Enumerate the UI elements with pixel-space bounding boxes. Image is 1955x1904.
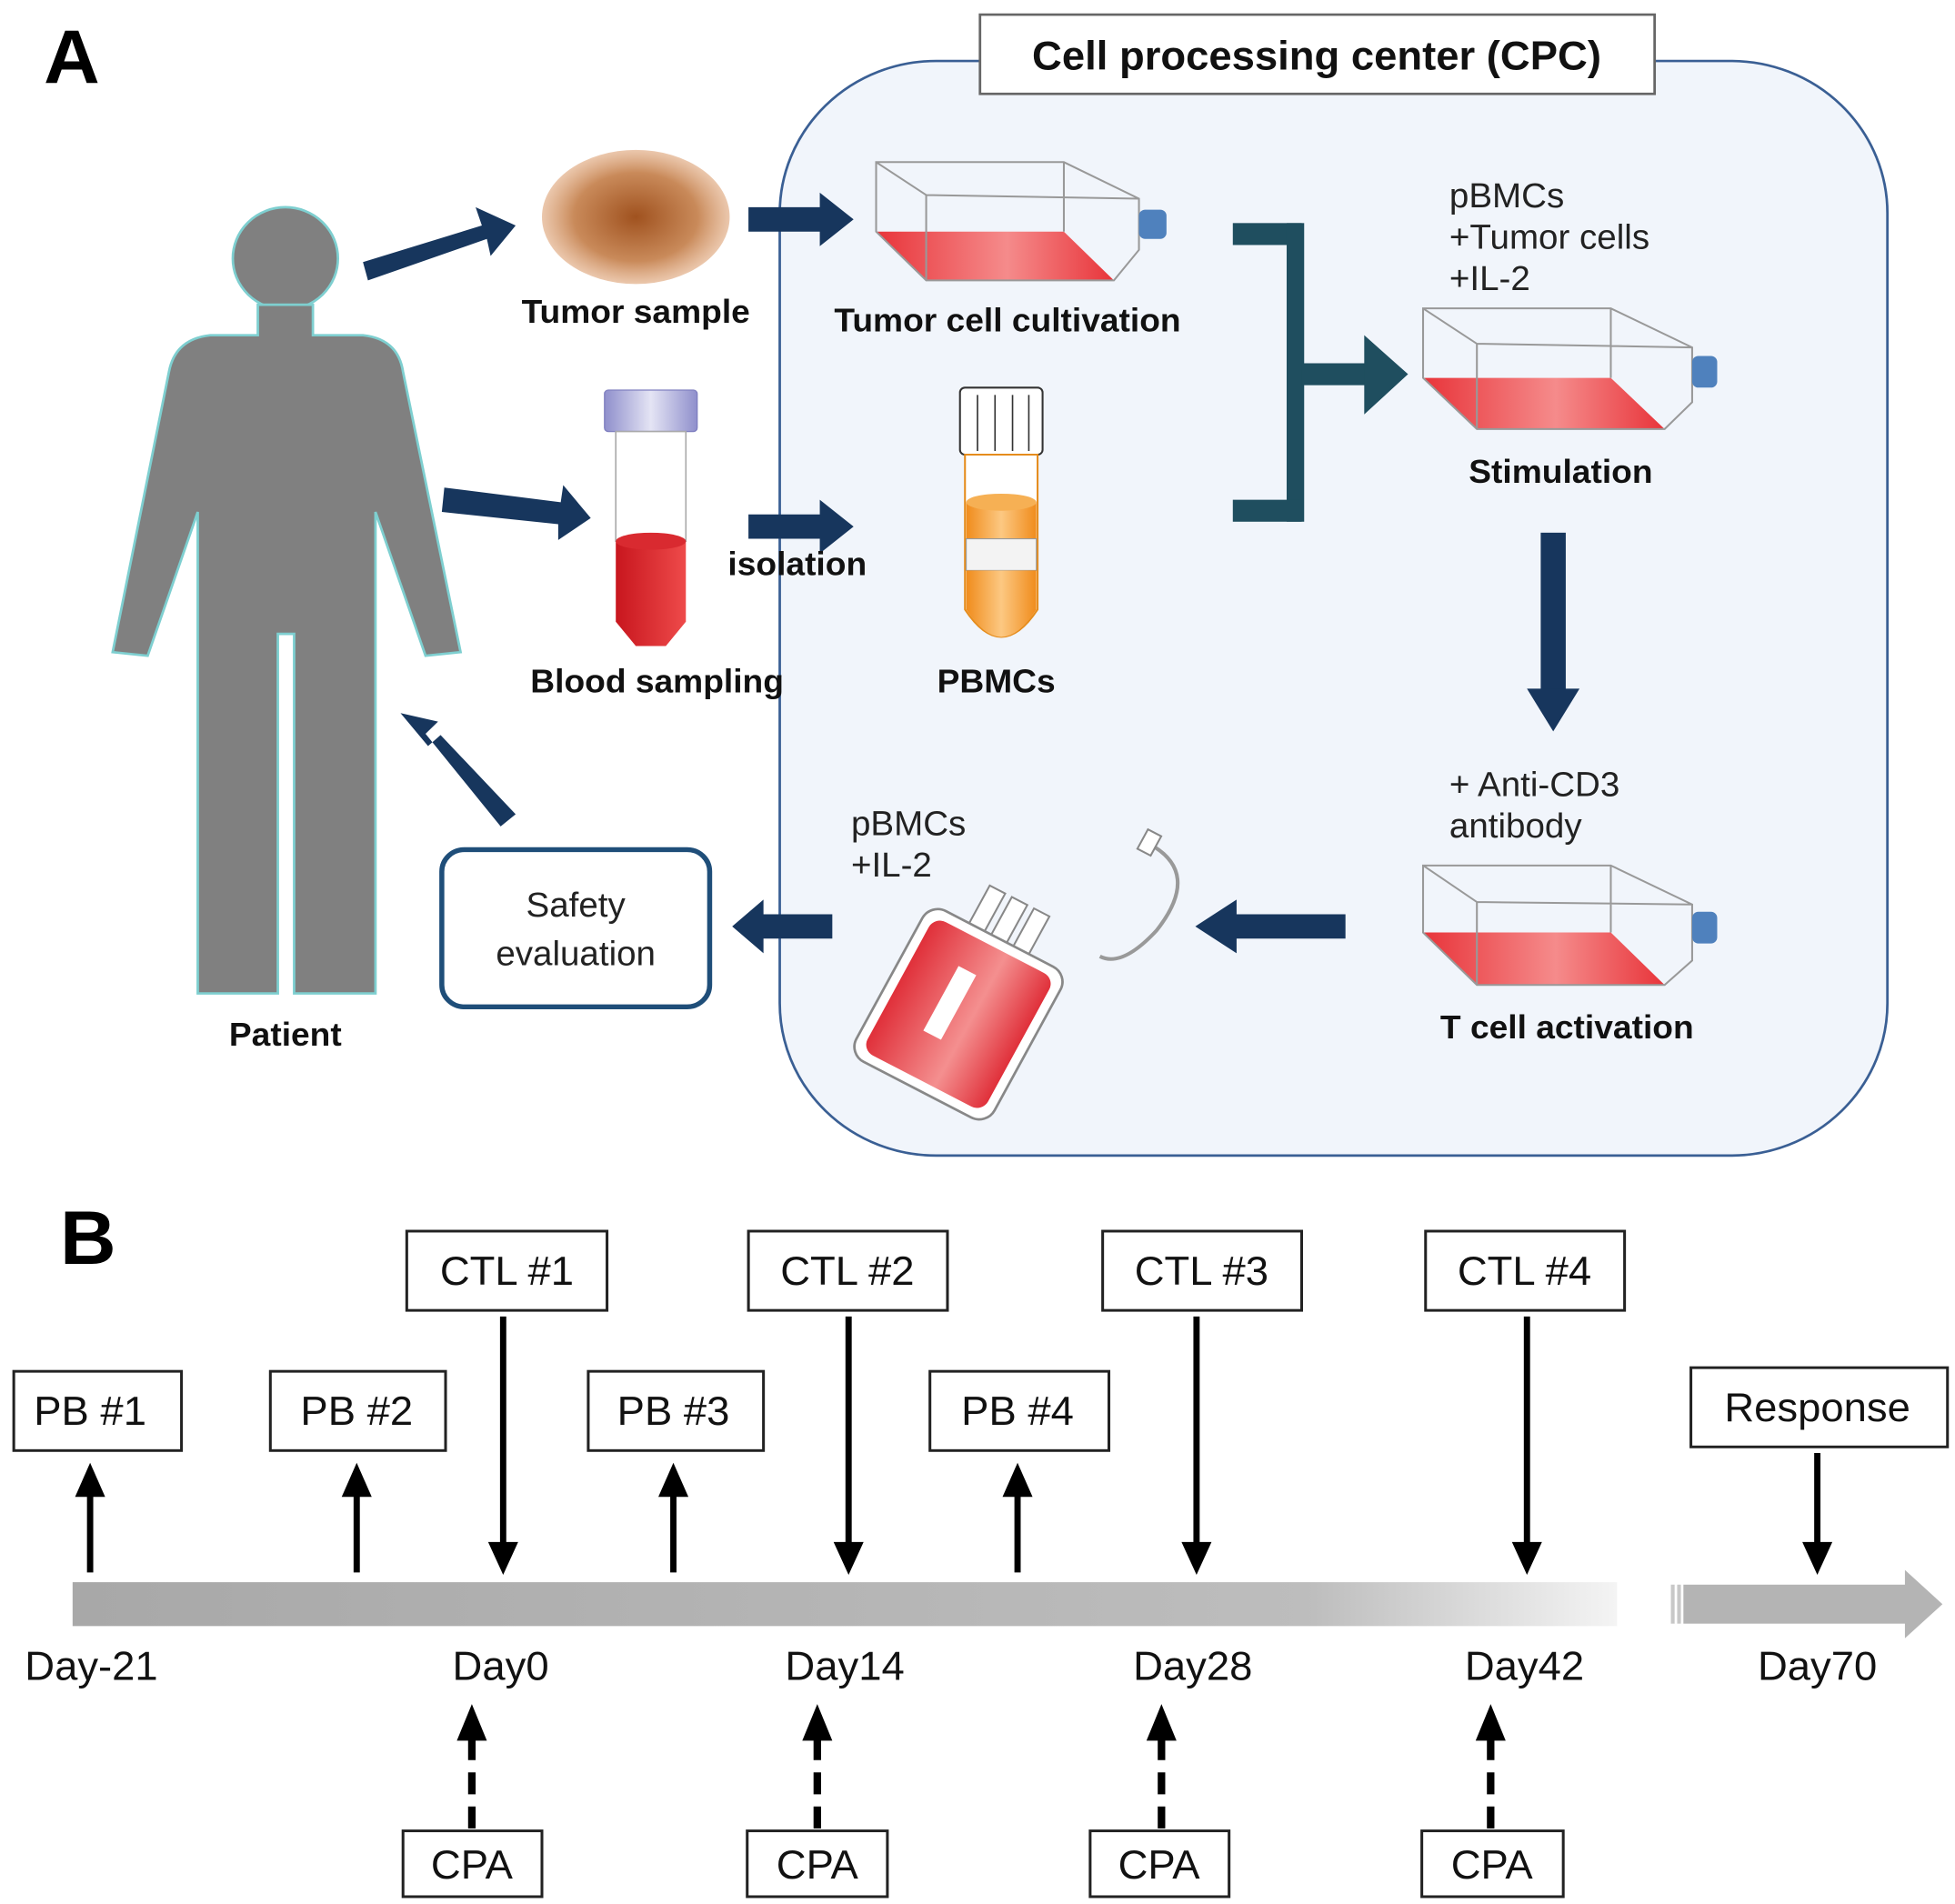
day-label-28: Day28 — [1133, 1643, 1252, 1689]
arrow-to-blood-sampling — [441, 485, 591, 540]
cpc-title-box — [978, 13, 1657, 95]
response-label: Response — [1724, 1385, 1910, 1430]
infusion-bag-icon — [853, 827, 1180, 1121]
tumor-cultivation-label: Tumor cell cultivation — [834, 302, 1180, 338]
pbmcs-label: PBMCs — [937, 663, 1056, 699]
pb-1-label: PB #1 — [34, 1388, 146, 1434]
pb-4-label: PB #4 — [961, 1388, 1074, 1434]
merge-bracket-arrow — [1232, 223, 1409, 522]
tumor-sample-icon — [541, 149, 730, 285]
stimulation-input-3: +IL-2 — [1449, 260, 1530, 297]
day-label-14: Day14 — [785, 1643, 904, 1689]
activation-input-1: + Anti-CD3 — [1449, 767, 1619, 804]
cpa-2: CPA — [746, 1704, 889, 1899]
tumor-sample-label: Tumor sample — [522, 294, 750, 330]
culture-flask-icon — [875, 161, 1167, 282]
cpa-3-label: CPA — [1118, 1841, 1200, 1887]
ctl-1: CTL #1 — [405, 1229, 609, 1576]
arrow-to-cultivation — [748, 192, 854, 246]
patient-figure-icon — [111, 205, 463, 995]
patient-label: Patient — [229, 1017, 342, 1053]
arrow-isolation — [748, 499, 854, 554]
stimulation-label: Stimulation — [1469, 453, 1652, 489]
response: Response — [1689, 1366, 1950, 1576]
cpc-title: Cell processing center (CPC) — [1032, 33, 1601, 78]
day-label-0: Day0 — [453, 1643, 549, 1689]
arrow-to-patient — [400, 713, 516, 827]
arrow-to-activation — [1527, 532, 1580, 732]
cpa-1-label: CPA — [431, 1841, 513, 1887]
panel-a-label: A — [44, 15, 100, 99]
safety-evaluation-box — [439, 847, 713, 1010]
arrow-to-infusion-bag — [1195, 899, 1346, 954]
ctl-3: CTL #3 — [1101, 1229, 1304, 1576]
infusion-content-1: pBMCs — [851, 806, 966, 843]
safety-evaluation-line-1: Safety — [526, 887, 626, 925]
pb-1: PB #1 — [12, 1369, 184, 1573]
timeline-continuation-arrow — [1670, 1569, 1943, 1638]
blood-tube-icon — [604, 389, 698, 646]
stimulation-flask-icon — [1421, 307, 1718, 430]
pbmc-tube-icon — [958, 386, 1044, 638]
pb-2-label: PB #2 — [300, 1388, 413, 1434]
cpa-1: CPA — [401, 1704, 544, 1899]
activation-flask-icon — [1421, 864, 1718, 987]
cpa-3: CPA — [1088, 1704, 1231, 1899]
day-label-42: Day42 — [1465, 1643, 1584, 1689]
cpa-2-label: CPA — [777, 1841, 858, 1887]
arrow-to-safety-evaluation — [732, 899, 833, 954]
timeline-bar — [72, 1582, 1618, 1627]
activation-input-2: antibody — [1449, 807, 1582, 845]
cpa-4: CPA — [1420, 1704, 1565, 1899]
pb-2: PB #2 — [268, 1369, 447, 1573]
infusion-content-2: +IL-2 — [851, 847, 932, 884]
safety-evaluation-line-2: evaluation — [496, 936, 656, 973]
cpa-4-label: CPA — [1451, 1841, 1533, 1887]
ctl-2-label: CTL #2 — [780, 1248, 914, 1294]
pb-4: PB #4 — [928, 1369, 1111, 1573]
ctl-2: CTL #2 — [747, 1229, 949, 1576]
panel-b-label: B — [60, 1196, 116, 1280]
t-cell-activation-label: T cell activation — [1440, 1009, 1694, 1046]
day-label-70: Day70 — [1758, 1643, 1877, 1689]
arrow-to-tumor-sample — [363, 206, 516, 281]
ctl-3-label: CTL #3 — [1135, 1248, 1268, 1294]
ctl-4-label: CTL #4 — [1458, 1248, 1591, 1294]
ctl-1-label: CTL #1 — [440, 1248, 574, 1294]
blood-sampling-label: Blood sampling — [530, 663, 784, 699]
isolation-label: isolation — [727, 546, 867, 582]
pb-3: PB #3 — [586, 1369, 766, 1573]
stimulation-input-2: +Tumor cells — [1449, 219, 1649, 256]
ctl-4: CTL #4 — [1424, 1229, 1627, 1576]
day-label-minus21: Day-21 — [25, 1643, 157, 1689]
stimulation-input-1: pBMCs — [1449, 177, 1564, 215]
pb-3-label: PB #3 — [617, 1388, 730, 1434]
